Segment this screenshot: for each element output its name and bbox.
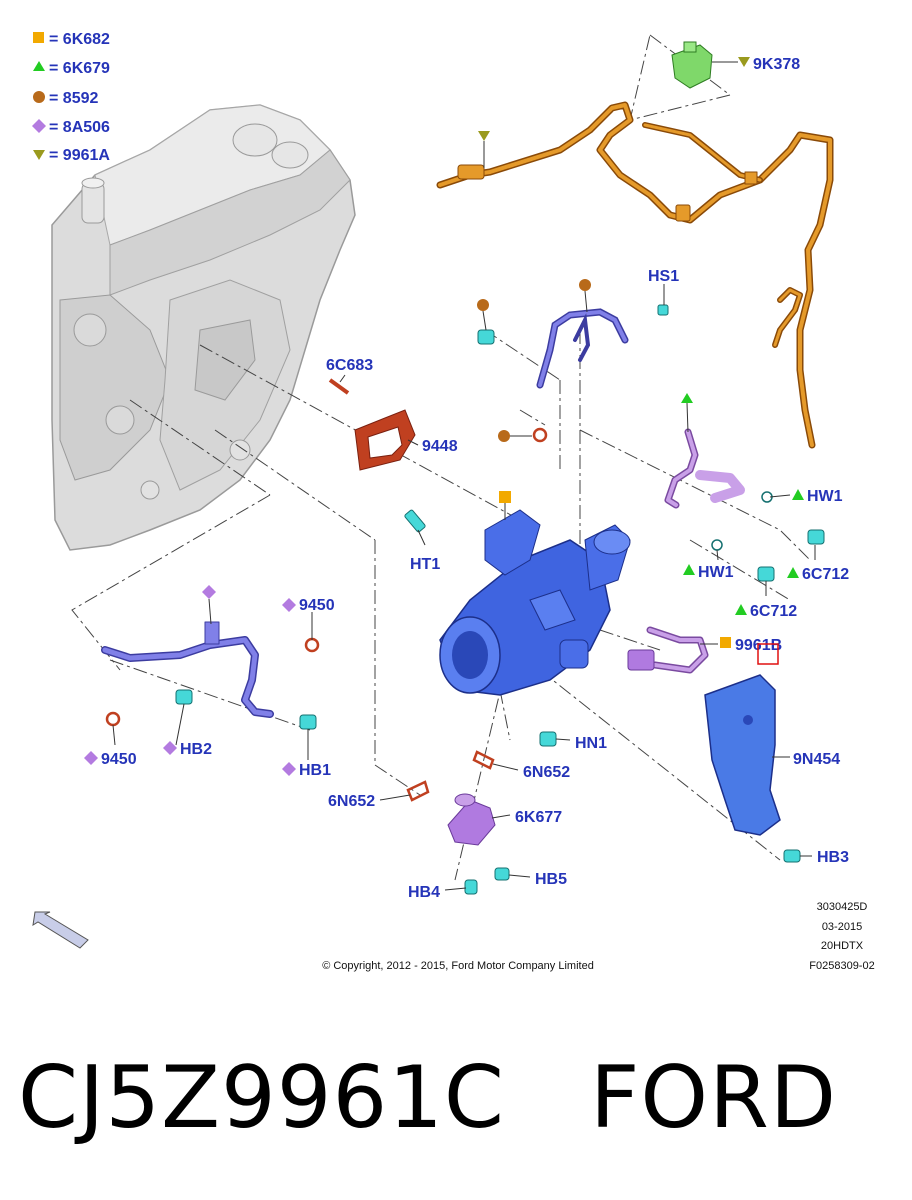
- callout-6n652-right: 6N652: [523, 764, 570, 781]
- ref-line-3: 20HDTX: [821, 940, 864, 952]
- callout-hn1: HN1: [575, 735, 607, 752]
- bolt-hb4: [464, 879, 478, 895]
- triangle-up-icon: [787, 567, 799, 578]
- triangle-up-icon: [683, 564, 695, 575]
- callout-9n454: 9N454: [793, 751, 840, 768]
- callout-hs1: HS1: [648, 268, 679, 285]
- square-icon: [499, 491, 511, 503]
- legend-diamond-icon: [32, 119, 46, 133]
- bolt-hb2: [175, 689, 193, 705]
- ref-line-4: F0258309-02: [809, 960, 874, 972]
- callout-ht1: HT1: [410, 556, 440, 573]
- front-arrow-icon: [32, 911, 89, 949]
- ref-line-2: 03-2015: [822, 921, 862, 933]
- callout-9k378: 9K378: [753, 56, 800, 73]
- bolt-hn1: [539, 731, 557, 747]
- legend-circle-icon: [33, 91, 45, 103]
- callout-hb4: HB4: [408, 884, 440, 901]
- bolt-ht1: [404, 509, 426, 533]
- drawing-reference: 3030425D 03-2015 20HDTX F0258309-02: [809, 901, 874, 972]
- bolts-fasteners: [175, 304, 825, 895]
- callout-hw1-mid: HW1: [698, 564, 734, 581]
- diamond-icon: [282, 598, 296, 612]
- callout-9450-top: 9450: [299, 597, 335, 614]
- leader-markers: [112, 61, 816, 891]
- bolt-hb1: [299, 714, 317, 730]
- circle-icon: [477, 299, 489, 311]
- turbocharger: [439, 509, 631, 696]
- bolt-hs1: [657, 304, 669, 316]
- triangle-up-icon: [792, 489, 804, 500]
- legend-label: = 6K682: [49, 31, 110, 48]
- callout-6c683: 6C683: [326, 357, 373, 374]
- legend-label: = 9961A: [49, 147, 110, 164]
- engine-block-illustration: [51, 104, 356, 551]
- bolt-6c712-right: [807, 529, 825, 545]
- callout-labels: 9K378 HS1 6C683 9448 HT1 HW1 HW1 6C712 6…: [101, 56, 849, 901]
- vacuum-hose-assembly: [436, 101, 834, 449]
- heat-shield: [704, 674, 781, 836]
- callout-9450-left: 9450: [101, 751, 137, 768]
- callout-hb2: HB2: [180, 741, 212, 758]
- selected-part-highlight[interactable]: [757, 643, 779, 665]
- oil-feed-line: [477, 308, 629, 443]
- coolant-tubes: [627, 428, 745, 674]
- part-number-title: CJ5Z9961C FORD: [18, 1048, 838, 1148]
- vacuum-solenoid: [671, 41, 732, 89]
- diamond-icon: [84, 751, 98, 765]
- callout-9448: 9448: [422, 438, 458, 455]
- triangle-up-icon: [735, 604, 747, 615]
- triangle-down-icon: [478, 131, 490, 141]
- circle-icon: [579, 279, 591, 291]
- callout-hb1: HB1: [299, 762, 331, 779]
- callout-6n652-left: 6N652: [328, 793, 375, 810]
- bolt-6c712-mid: [757, 566, 775, 582]
- ref-line-1: 3030425D: [817, 901, 868, 913]
- oil-return-line: [101, 621, 320, 727]
- callout-6c712-mid: 6C712: [750, 603, 797, 620]
- diamond-icon: [282, 762, 296, 776]
- callout-hb3: HB3: [817, 849, 849, 866]
- circle-icon: [498, 430, 510, 442]
- legend-label: = 8592: [49, 90, 98, 107]
- small-gaskets: [328, 378, 495, 802]
- triangle-down-icon: [738, 57, 750, 67]
- square-icon: [720, 637, 731, 648]
- legend-triangle-down-icon: [33, 150, 45, 160]
- copyright-notice: © Copyright, 2012 - 2015, Ford Motor Com…: [322, 960, 594, 972]
- callout-symbols: [84, 57, 804, 776]
- legend-triangle-up-icon: [33, 61, 45, 71]
- wastegate-actuator: [447, 793, 496, 846]
- diamond-icon: [202, 585, 216, 599]
- legend-label: = 6K679: [49, 60, 110, 77]
- legend: = 6K682 = 6K679 = 8592 = 8A506 = 9961A: [32, 31, 110, 164]
- bolt-hb3: [783, 849, 801, 863]
- callout-hw1-right: HW1: [807, 488, 843, 505]
- triangle-up-icon: [681, 393, 693, 403]
- exploded-parts-diagram: = 6K682 = 6K679 = 8592 = 8A506 = 9961A: [32, 31, 875, 972]
- legend-label: = 8A506: [49, 119, 110, 136]
- callout-hb5: HB5: [535, 871, 567, 888]
- turbo-gasket: [354, 409, 416, 471]
- diamond-icon: [163, 741, 177, 755]
- callout-6k677: 6K677: [515, 809, 562, 826]
- bolt-hb5: [494, 867, 510, 881]
- callout-6c712-right: 6C712: [802, 566, 849, 583]
- legend-square-icon: [33, 32, 44, 43]
